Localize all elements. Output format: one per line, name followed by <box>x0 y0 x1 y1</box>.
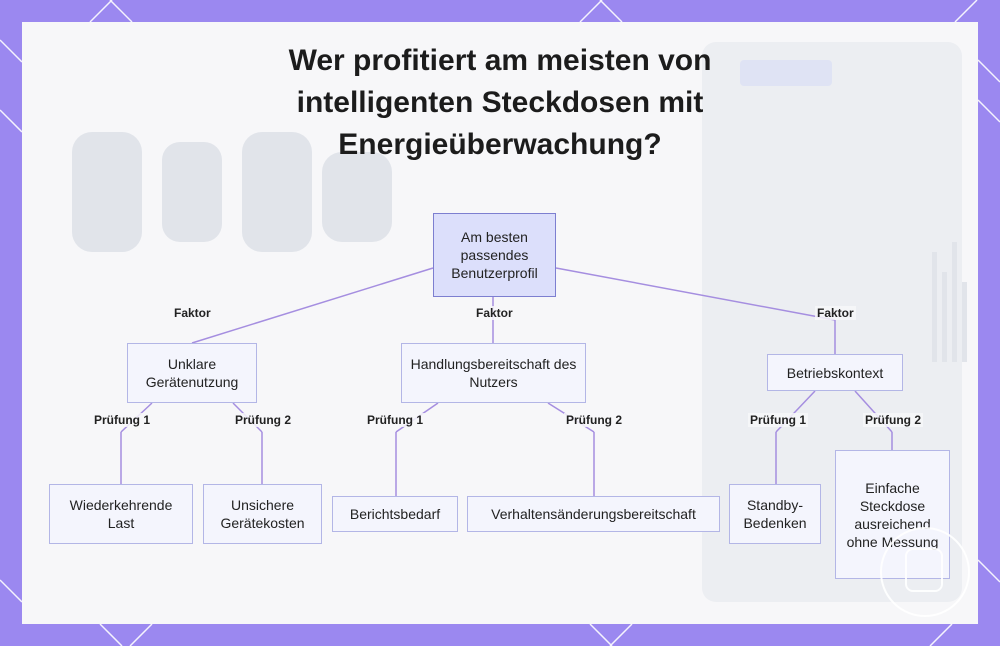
leaf-node-f1-check-2: Unsichere Gerätekosten <box>203 484 322 544</box>
edge-label-f3-check-1: Prüfung 1 <box>748 413 808 427</box>
plug-watermark-icon <box>905 548 943 592</box>
leaf-node-f2-check-1: Berichtsbedarf <box>332 496 458 532</box>
leaf-node-f2-check-2: Verhaltensänderungsbereitschaft <box>467 496 720 532</box>
factor-node-1: Unklare Gerätenutzung <box>127 343 257 403</box>
edge-label-factor-1: Faktor <box>172 306 213 320</box>
edge-label-factor-2: Faktor <box>474 306 515 320</box>
edge-label-f1-check-1: Prüfung 1 <box>92 413 152 427</box>
diagram-title: Wer profitiert am meisten von intelligen… <box>288 44 712 161</box>
leaf-node-f1-check-1: Wiederkehrende Last <box>49 484 193 544</box>
watermark-ring <box>880 527 970 617</box>
edge-root-factor-3 <box>555 267 836 321</box>
edge-label-f2-check-1: Prüfung 1 <box>365 413 425 427</box>
factor-node-3: Betriebskontext <box>767 354 903 391</box>
root-node: Am besten passendes Benutzerprofil <box>433 213 556 297</box>
edge-label-factor-3: Faktor <box>815 306 856 320</box>
edge-label-f2-check-2: Prüfung 2 <box>564 413 624 427</box>
leaf-node-f3-check-1: Standby-Bedenken <box>729 484 821 544</box>
edge-label-f1-check-2: Prüfung 2 <box>233 413 293 427</box>
factor-node-2: Handlungsbereitschaft des Nutzers <box>401 343 586 403</box>
edge-label-f3-check-2: Prüfung 2 <box>863 413 923 427</box>
edge-root-factor-1 <box>191 267 434 344</box>
